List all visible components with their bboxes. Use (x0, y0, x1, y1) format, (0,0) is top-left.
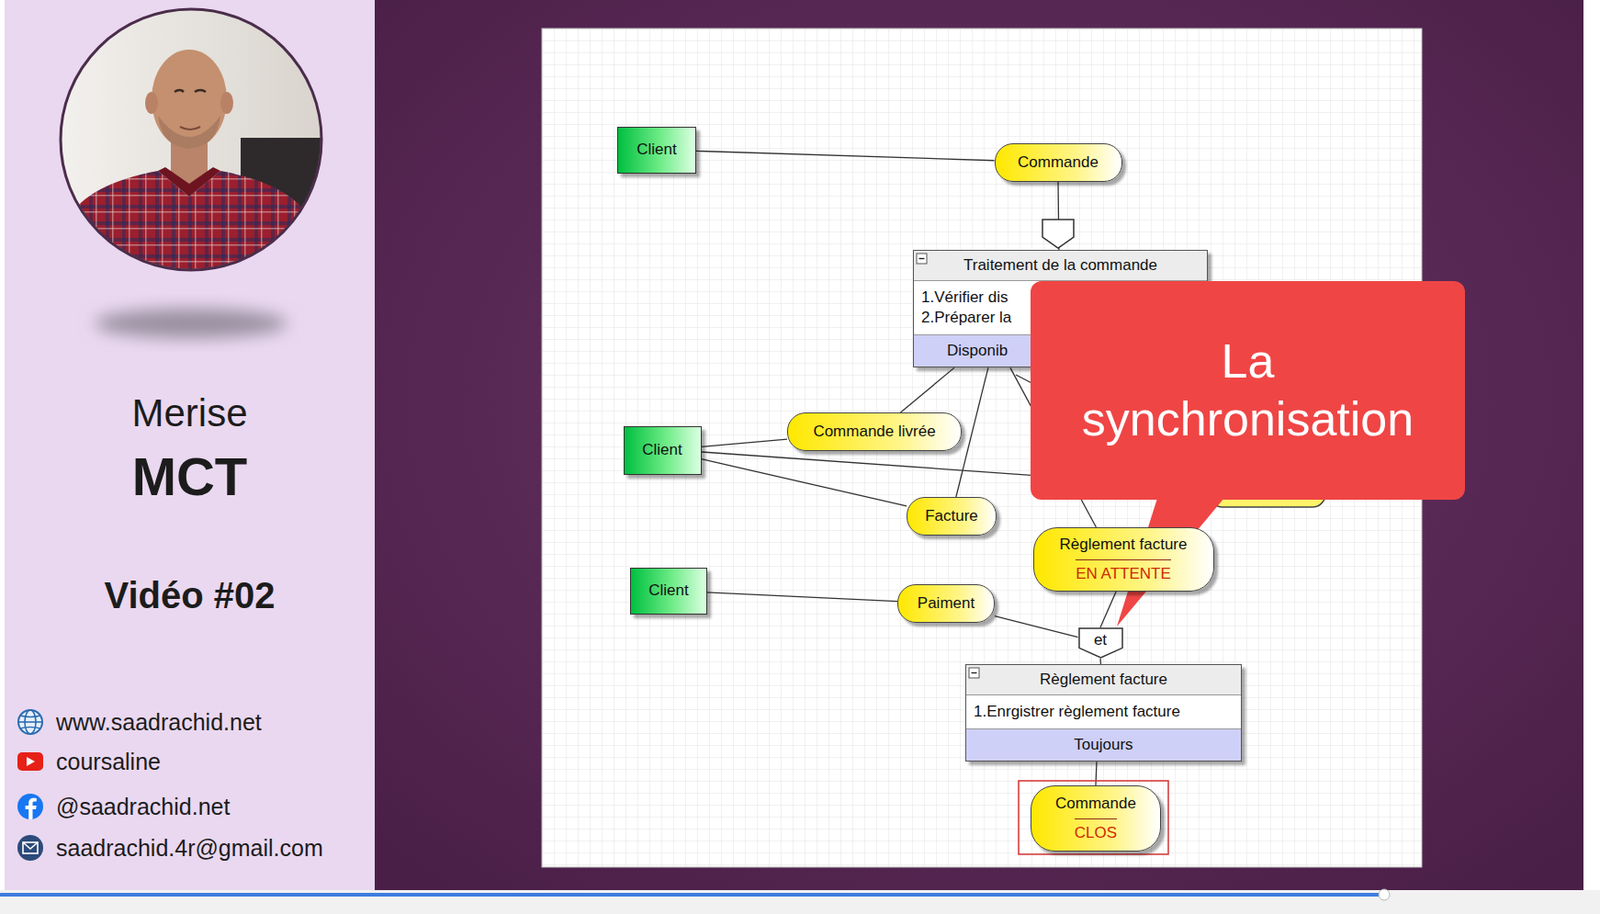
callout-bubble: La synchronisation (1030, 281, 1465, 500)
mail-icon (17, 834, 44, 861)
actor-box: Client (630, 567, 708, 615)
presenter-photo (53, 4, 333, 285)
event-label: Commande livrée (812, 421, 936, 442)
collapse-box (916, 253, 927, 264)
photo-shadow (94, 308, 288, 339)
selection-outline (1018, 780, 1169, 855)
course-name: Merise (4, 390, 375, 437)
rule-text: Toujours (973, 734, 1234, 755)
flow-connector (994, 616, 1079, 638)
operation-title: Règlement facture (973, 669, 1234, 690)
flow-connector (707, 592, 898, 602)
event-state: EN ATTENTE (1075, 559, 1172, 585)
progress-knob (1378, 889, 1390, 901)
actor-box: Client (623, 426, 702, 475)
event-label: Commande (1055, 793, 1137, 814)
operation-title: Traitement de la commande (921, 255, 1200, 276)
progress-bar (0, 892, 1383, 897)
event-pill: Commande livrée (787, 412, 962, 451)
actor-name: Client (648, 580, 688, 601)
event-pill: Paiment (897, 584, 995, 623)
event-pill: Règlement facture EN ATTENTE (1033, 527, 1215, 592)
slide-ground (374, 0, 1584, 891)
event-pill: Commande (994, 143, 1123, 182)
facebook-icon (17, 793, 44, 821)
action-text: 1.Enrgistrer règlement facture (973, 701, 1234, 722)
photo-frame (60, 9, 322, 271)
flow-connector (701, 439, 789, 447)
event-pill: Facture (906, 496, 997, 536)
flow-connector (1094, 761, 1097, 786)
operation-actions: 1.Enrgistrer règlement facture (966, 695, 1241, 730)
course-topic: MCT (4, 444, 375, 509)
operation-header: Règlement facture (966, 664, 1241, 696)
actor-name: Client (636, 139, 677, 160)
collapse-box (969, 667, 980, 678)
event-label: Facture (924, 506, 979, 527)
email-address: saadrachid.4r@gmail.com (56, 833, 324, 862)
sync-symbol: et (1078, 627, 1124, 659)
social-handle: @saadrachid.net (56, 792, 230, 821)
event-label: Paiment (917, 593, 975, 614)
sync-symbol (1042, 219, 1074, 248)
event-label: Règlement facture (1059, 534, 1188, 555)
side-panel (4, 0, 375, 891)
flow-connector (1100, 591, 1116, 628)
flow-connector (696, 150, 995, 160)
globe-icon (18, 709, 43, 734)
website: www.saadrachid.net (56, 708, 262, 736)
flow-connector (901, 367, 955, 413)
operation-box: Règlement facture 1.Enrgistrer règlement … (965, 664, 1242, 762)
actor-box: Client (617, 126, 697, 174)
video-number: Vidéo #02 (4, 573, 375, 618)
operation-header: Traitement de la commande (913, 250, 1207, 282)
event-state: CLOS (1074, 818, 1117, 844)
flow-connector (701, 459, 908, 507)
event-pill: CommandeCLOS (1030, 785, 1161, 852)
player-bar (0, 890, 1600, 914)
sync-label: et (1093, 630, 1107, 651)
actor-name: Client (642, 439, 682, 461)
youtube-icon (17, 752, 44, 771)
event-label: Commande (1017, 152, 1099, 173)
channel-name: coursaline (56, 747, 161, 776)
callout-text: La synchronisation (1064, 332, 1432, 450)
emission-rule: Toujours (966, 729, 1241, 761)
